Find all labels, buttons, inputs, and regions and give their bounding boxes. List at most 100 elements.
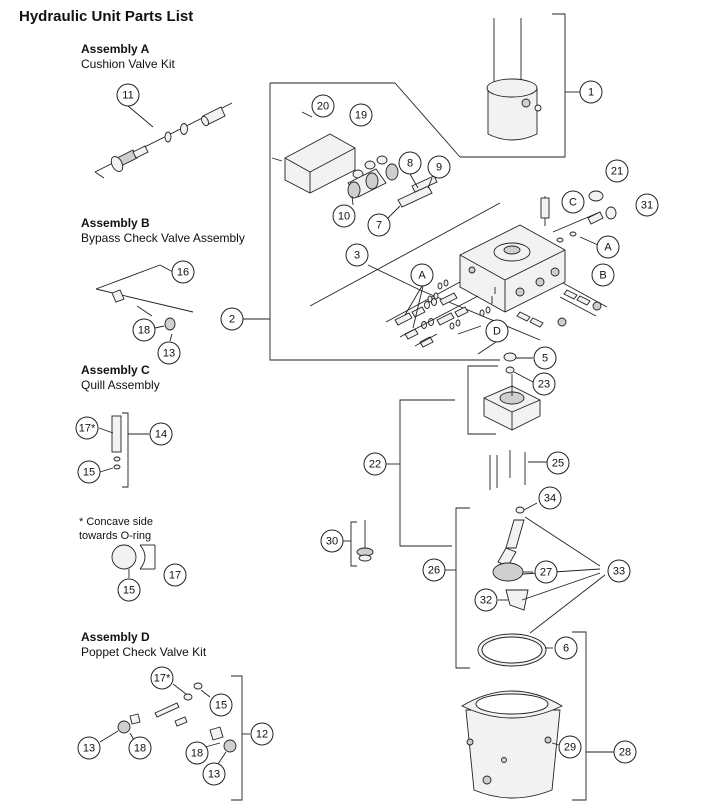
callout-circle [128,736,152,760]
callout-circle [635,193,659,217]
poppet-check-valve-drawing [99,675,250,801]
callout-number: 13 [83,743,95,755]
callout-10: 10 [332,204,356,228]
callout-circle [367,213,391,237]
callout-number: 12 [256,729,268,741]
callout-number: A [604,242,612,254]
callout-16: 16 [171,260,195,284]
manifold-drawing [309,190,617,355]
callout-9: 9 [427,155,451,179]
assembly-c-subtitle: Quill Assembly [81,378,160,392]
page-title: Hydraulic Unit Parts List [19,8,194,25]
reservoir-internals-drawing [445,502,606,669]
callout-26: 26 [422,558,446,582]
callout-circle [532,372,556,396]
callout-number: 22 [369,459,381,471]
callout-15: 15 [209,693,233,717]
callout-number: 18 [138,325,150,337]
callout-a: A [596,235,620,259]
callout-circle [561,190,585,214]
callout-circle [485,319,509,343]
callout-circle [345,243,369,267]
callout-circle [427,155,451,179]
callout-number: 5 [542,353,548,365]
callout-circle [591,263,615,287]
callout-circle [613,740,637,764]
callout-circle [422,558,446,582]
callout-circle [163,563,187,587]
callout-20: 20 [311,94,335,118]
callout-number: 20 [317,101,329,113]
callout-33: 33 [607,559,631,583]
callout-number: 3 [354,250,360,262]
assembly-b-subtitle: Bypass Check Valve Assembly [81,231,245,245]
concave-note-line1: * Concave side [79,516,153,528]
callout-17-star: 17* [150,666,174,690]
callout-30: 30 [320,529,344,553]
callout-circle [596,235,620,259]
callout-number: 18 [134,743,146,755]
callout-circle [202,762,226,786]
concave-note-line2: towards O-ring [79,530,152,542]
callout-34: 34 [538,486,562,510]
callout-18: 18 [132,318,156,342]
callout-circle [116,83,140,107]
callout-number: 23 [538,379,550,391]
callout-13: 13 [157,341,181,365]
callout-number: 33 [613,566,625,578]
callout-6: 6 [554,636,578,660]
callout-23: 23 [532,372,556,396]
callout-a: A [410,263,434,287]
callout-15: 15 [77,460,101,484]
callout-circle [171,260,195,284]
callout-number: 30 [326,536,338,548]
callout-number: 15 [83,467,95,479]
callout-circle [157,341,181,365]
callout-b: B [591,263,615,287]
callout-13: 13 [77,736,101,760]
callout-number: 17* [79,423,96,435]
callout-18: 18 [185,741,209,765]
callout-27: 27 [534,560,558,584]
callout-circle [558,735,582,759]
callout-number: 7 [376,220,382,232]
assembly-a-heading: Assembly A [81,42,150,56]
callout-circle [605,159,629,183]
callout-3: 3 [345,243,369,267]
callout-circle [554,636,578,660]
callout-circle [546,451,570,475]
diagram-drawing [94,13,617,801]
pump-drawing [386,352,547,547]
callout-number: 9 [436,162,442,174]
callout-circle [220,307,244,331]
callout-5: 5 [533,346,557,370]
callout-circle [149,422,173,446]
callout-number: 13 [208,769,220,781]
callout-number: B [599,270,606,282]
callout-circle [474,588,498,612]
callout-number: 13 [163,348,175,360]
callout-number: A [418,270,426,282]
tank-drawing [461,631,614,801]
callout-number: 8 [407,158,413,170]
solenoid-valve-drawing [271,111,438,219]
callout-8: 8 [398,151,422,175]
callout-number: 34 [544,493,556,505]
callout-12: 12 [250,722,274,746]
assembly-b-heading: Assembly B [81,216,150,230]
callout-circle [398,151,422,175]
callout-number: 18 [191,748,203,760]
callout-d: D [485,319,509,343]
callout-2: 2 [220,307,244,331]
callout-number: 31 [641,200,653,212]
callout-circle [209,693,233,717]
callout-7: 7 [367,213,391,237]
callout-circle [77,460,101,484]
callout-c: C [561,190,585,214]
callout-circle [349,103,373,127]
callout-number: 17 [169,570,181,582]
callout-31: 31 [635,193,659,217]
callout-number: 11 [122,90,133,102]
callout-circle [311,94,335,118]
